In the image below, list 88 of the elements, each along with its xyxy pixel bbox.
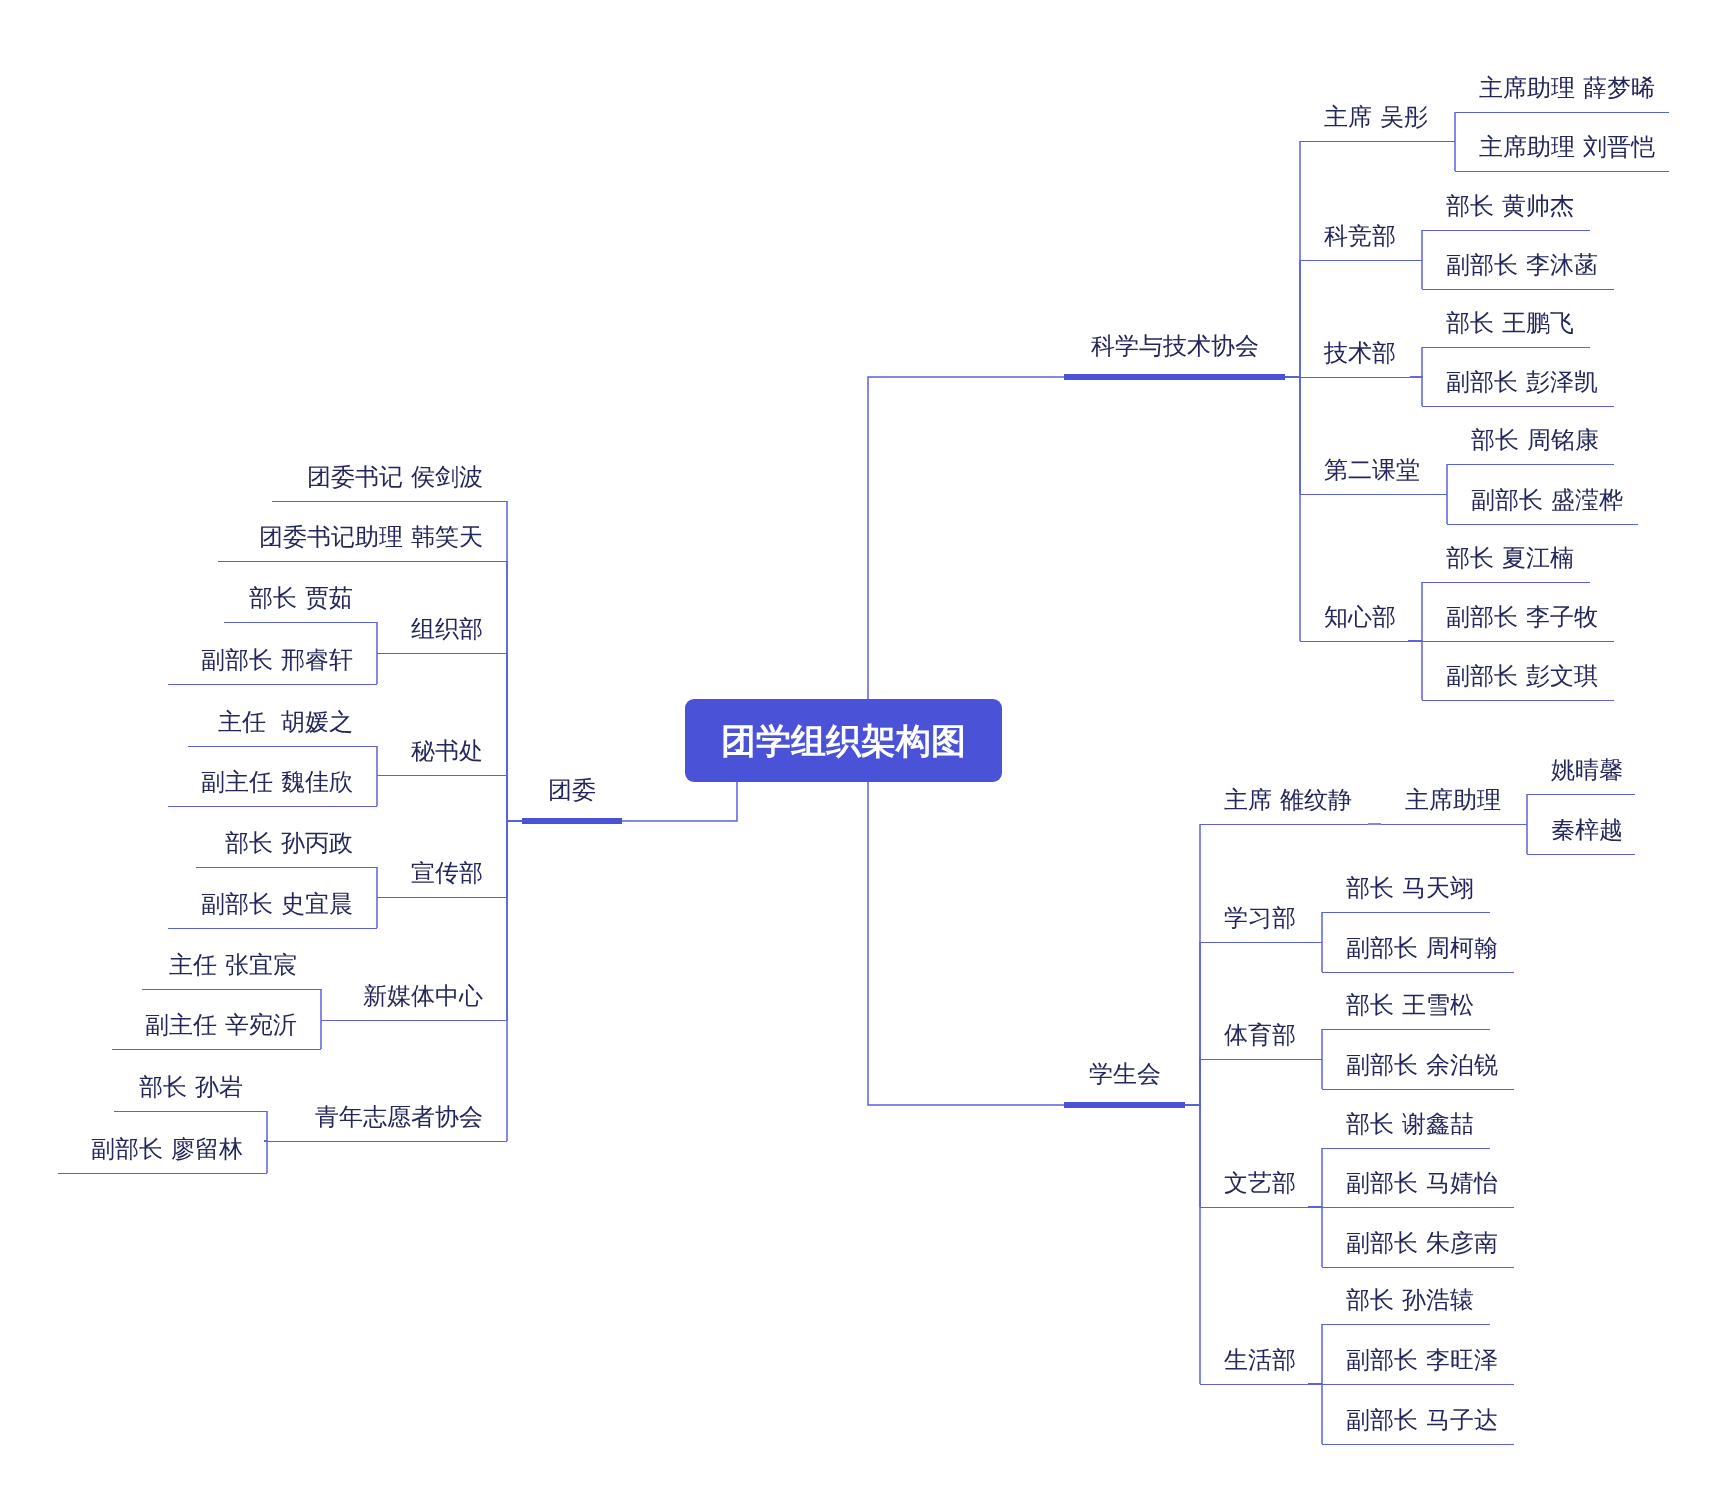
connector-line	[1321, 911, 1323, 943]
subtopic: 宣传部	[377, 853, 507, 898]
subtopic: 副部长 盛滢桦	[1447, 480, 1638, 525]
connector-line	[376, 745, 378, 776]
subtopic: 部长 贾茹	[224, 578, 377, 623]
connector-line	[1321, 941, 1323, 973]
subtopic: 主席助理 薛梦晞	[1455, 68, 1669, 113]
subtopic: 副主任 魏佳欣	[168, 762, 377, 807]
subtopic: 副部长 马子达	[1322, 1400, 1514, 1445]
subtopic: 部长 马天翊	[1322, 868, 1490, 913]
connector-line	[1321, 1058, 1323, 1090]
connector-line	[1307, 1383, 1323, 1445]
subtopic: 副部长 周柯翰	[1322, 928, 1514, 973]
connector-line	[320, 1019, 322, 1050]
subtopic: 姚晴馨	[1527, 750, 1635, 795]
subtopic: 副部长 马婧怡	[1322, 1163, 1514, 1208]
subtopic: 副部长 余泊锐	[1322, 1045, 1514, 1090]
connector-line	[1367, 823, 1382, 825]
subtopic: 副部长 朱彦南	[1322, 1223, 1514, 1268]
subtopic: 副部长 李子牧	[1422, 597, 1614, 642]
subtopic: 新媒体中心	[321, 976, 507, 1021]
connector-line	[1421, 229, 1423, 261]
connector-line	[1407, 640, 1423, 701]
subtopic: 主任 张宜宸	[142, 945, 321, 990]
connector-line	[376, 621, 378, 654]
subtopic: 主席 雒纹静	[1200, 780, 1368, 825]
subtopic: 部长 黄帅杰	[1422, 186, 1590, 231]
subtopic: 副部长 李旺泽	[1322, 1340, 1514, 1385]
main-topic: 学生会	[1064, 1058, 1185, 1108]
subtopic: 主席 吴彤	[1300, 97, 1455, 142]
subtopic: 主席助理 刘晋恺	[1455, 127, 1669, 172]
subtopic: 副部长 史宜晨	[168, 884, 377, 929]
connector-line	[376, 866, 378, 898]
connector-line	[1284, 376, 1301, 642]
connector-line	[376, 652, 378, 685]
subtopic: 团委书记 侯剑波	[272, 457, 507, 502]
subtopic: 第二课堂	[1300, 450, 1447, 495]
subtopic: 副部长 李沐菡	[1422, 245, 1614, 290]
subtopic: 部长 谢鑫喆	[1322, 1104, 1490, 1149]
subtopic: 秦梓越	[1527, 810, 1635, 855]
connector-line	[1454, 111, 1456, 142]
main-topic: 团委	[522, 774, 622, 824]
connector-line	[506, 820, 523, 1142]
connector-line	[263, 1140, 268, 1174]
connector-line	[867, 376, 1065, 700]
subtopic: 部长 王雪松	[1322, 985, 1490, 1030]
connector-line	[1184, 1104, 1201, 1385]
connector-line	[1421, 259, 1423, 290]
subtopic: 主席助理	[1381, 780, 1527, 825]
subtopic: 技术部	[1300, 333, 1410, 378]
subtopic: 青年志愿者协会	[264, 1097, 507, 1142]
connector-line	[1307, 1206, 1323, 1268]
subtopic: 部长 周铭康	[1447, 420, 1614, 465]
subtopic: 体育部	[1200, 1015, 1322, 1060]
subtopic: 生活部	[1200, 1340, 1308, 1385]
subtopic: 副部长 彭泽凯	[1422, 362, 1614, 407]
subtopic: 部长 孙岩	[114, 1067, 267, 1112]
connector-line	[1526, 793, 1528, 825]
subtopic: 副部长 邢睿轩	[168, 640, 377, 685]
connector-line	[1454, 140, 1456, 172]
subtopic: 团委书记助理 韩笑天	[218, 517, 507, 562]
connector-line	[1446, 463, 1448, 495]
subtopic: 部长 夏江楠	[1422, 538, 1590, 583]
subtopic: 知心部	[1300, 597, 1408, 642]
connector-line	[1321, 1028, 1323, 1060]
connector-line	[376, 896, 378, 929]
connector-line	[867, 781, 1065, 1106]
subtopic: 副部长 廖留林	[58, 1129, 267, 1174]
connector-line	[263, 1110, 268, 1142]
subtopic: 组织部	[377, 609, 507, 654]
connector-line	[1409, 376, 1423, 407]
main-topic: 科学与技术协会	[1064, 330, 1285, 380]
connector-line	[1446, 493, 1448, 525]
connector-line	[320, 988, 322, 1021]
connector-line	[1526, 823, 1528, 855]
subtopic: 主任 胡媛之	[188, 702, 377, 747]
subtopic: 副部长 彭文琪	[1422, 656, 1614, 701]
subtopic: 科竞部	[1300, 216, 1422, 261]
subtopic: 副主任 辛宛沂	[112, 1005, 321, 1050]
subtopic: 部长 孙浩辕	[1322, 1280, 1490, 1325]
central-topic: 团学组织架构图	[685, 699, 1002, 782]
subtopic: 部长 王鹏飞	[1422, 303, 1590, 348]
subtopic: 部长 孙丙政	[196, 823, 377, 868]
subtopic: 秘书处	[377, 731, 507, 776]
subtopic: 学习部	[1200, 898, 1322, 943]
connector-line	[621, 781, 738, 822]
subtopic: 文艺部	[1200, 1163, 1308, 1208]
connector-line	[376, 774, 378, 807]
